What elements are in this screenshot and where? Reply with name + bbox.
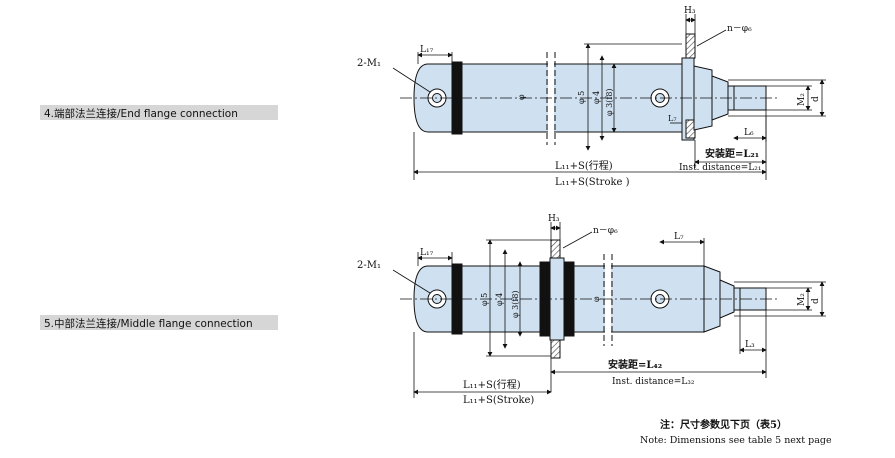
h3-label: H₃ [548,214,560,224]
n-phi6-label: n－φ₆ [727,24,752,34]
l7-label: L₇ [668,114,677,123]
phi-label: φ [517,94,526,100]
inst-distance-cn: 安装距=L₂₁ [705,147,759,160]
h3-label: H₃ [684,6,696,16]
phi4-label: φ 4 [495,293,504,306]
l11-stroke-cn: L₁₁+S(行程) [555,159,613,172]
l17-label: L₁₇ [420,248,434,258]
l11-stroke-en: L₁₁+S(Stroke ) [555,177,630,188]
dimensions-end-flange [392,14,826,180]
footnote: 注：尺寸参数见下页（表5） Note: Dimensions see table… [640,418,832,446]
l17-label: L₁₇ [420,45,434,55]
l3-label: L₃ [745,340,755,350]
l7-label: L₇ [674,232,684,242]
dimension-labels-middle-flange: 2-M₁ L₁₇ H₃ n－φ₆ φ 5 φ 4 φ 3(f8) φ L₇ L₃… [357,214,821,406]
note-cn: 注：尺寸参数见下页（表5） [660,418,787,431]
phi5-label: φ 5 [480,293,489,306]
inst-distance-cn: 安装距=L₄₂ [608,358,662,371]
phi3-label: φ 3(f8) [605,88,614,116]
phi3-label: φ 3(f8) [511,290,520,318]
section4-label-box: 4.端部法兰连接/End flange connection [40,105,278,120]
l6-label: L₆ [744,128,754,138]
inst-distance-en: Inst. distance=L₂₁ [679,163,761,173]
inst-distance-en: Inst. distance=L₃₂ [612,377,695,387]
section5-label: 5.中部法兰连接/Middle flange connection [44,317,253,330]
dimensions-middle-flange [392,222,826,398]
l11-stroke-en: L₁₁+S(Stroke) [463,395,534,406]
d-label: d [811,298,821,304]
section-middle-flange: 5.中部法兰连接/Middle flange connection [40,214,826,406]
phi5-label: φ 5 [577,91,586,104]
n-phi6-label: n－φ₆ [593,226,618,236]
section-end-flange: 4.端部法兰连接/End flange connection [40,6,826,188]
section5-label-box: 5.中部法兰连接/Middle flange connection [40,315,278,330]
cylinder-middle-flange [400,239,778,359]
m1-label: 2-M₁ [357,260,381,271]
dimension-labels-end-flange: 2-M₁ L₁₇ H₃ n－φ₆ φ 5 φ 4 φ 3(f8) φ L₇ L₆… [357,6,821,188]
d-label: d [811,96,821,102]
m2-label: M₂ [797,93,807,106]
note-en: Note: Dimensions see table 5 next page [640,435,832,446]
cylinder-end-flange [400,33,778,145]
m1-label: 2-M₁ [357,58,381,69]
l11-stroke-cn: L₁₁+S(行程) [463,378,521,391]
m2-label: M₂ [797,293,807,306]
phi4-label: φ 4 [592,91,601,104]
section4-label: 4.端部法兰连接/End flange connection [44,107,238,120]
phi-label: φ [592,296,601,302]
